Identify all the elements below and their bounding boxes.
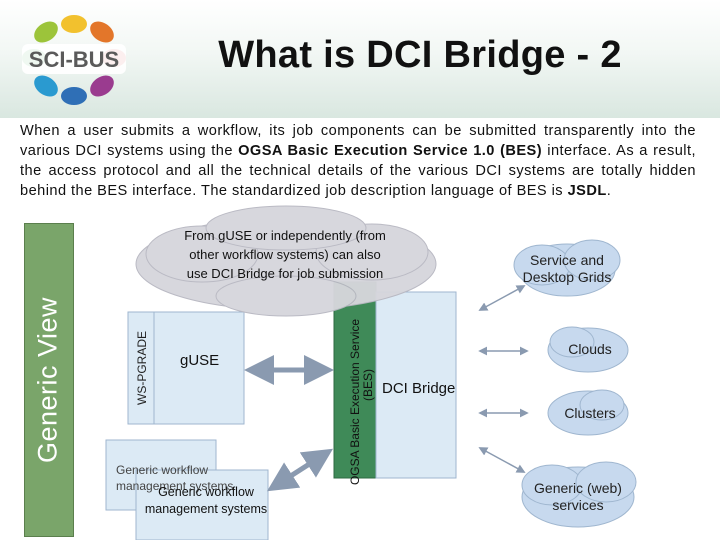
cloud-service-desktop-grids: [513, 239, 621, 297]
callout-cloud: [135, 205, 437, 317]
generic-web-services-label: Generic (web)services: [534, 480, 622, 513]
clouds-label: Clouds: [568, 341, 612, 357]
callout-text: From gUSE or independently (from other w…: [184, 228, 386, 281]
guse-label: gUSE: [180, 352, 220, 369]
dci-bridge-label: DCI Bridge: [382, 380, 456, 397]
page-title: What is DCI Bridge - 2: [218, 34, 622, 76]
cloud-generic-web-services: [521, 461, 637, 528]
bes-label-line1: OGSA Basic Execution Service: [348, 318, 362, 486]
description-paragraph: When a user submits a workflow, its job …: [20, 123, 696, 199]
dci-bridge-box: [375, 291, 457, 479]
generic-workflow-front-box: [135, 469, 269, 540]
ws-pgrade-label: WS-PGRADE: [135, 330, 149, 406]
architecture-diagram: [105, 205, 637, 540]
cloud-clusters: [547, 389, 629, 436]
sci-bus-logo: SCI-BUS: [22, 15, 126, 105]
logo-text: SCI-BUS: [29, 47, 119, 72]
bes-label-line2: (BES): [361, 368, 375, 402]
generic-view-sidebar: [24, 223, 74, 537]
generic-view-label: Generic View: [32, 296, 63, 464]
clusters-label: Clusters: [564, 405, 616, 421]
header-band: SCI-BUS What is DCI Bridge - 2: [0, 0, 720, 118]
cloud-clouds: [547, 326, 629, 373]
